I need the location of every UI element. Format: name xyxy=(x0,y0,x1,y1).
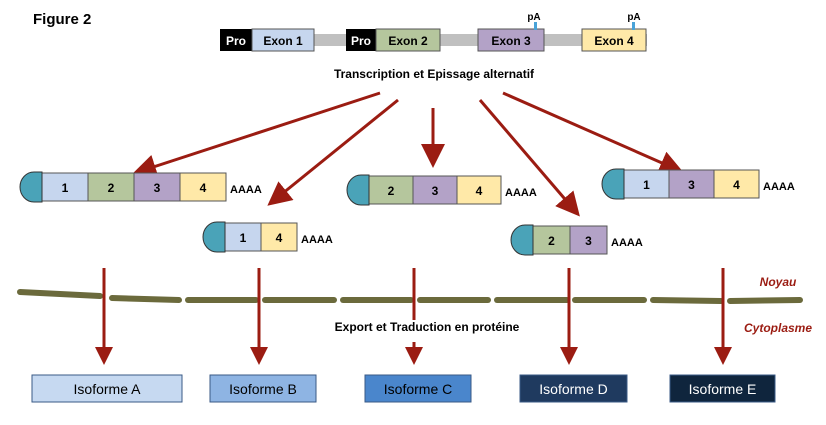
isoform-a: Isoforme A xyxy=(31,374,183,403)
arrow-to-transcript-1 xyxy=(132,91,381,178)
promoter-2-label: Pro xyxy=(351,34,371,48)
transcript-3-polya: AAAA xyxy=(505,187,537,199)
isoform-b-box xyxy=(209,374,317,403)
transcript-3-exon-3-label: 3 xyxy=(432,184,439,198)
isoform-a-label: Isoforme A xyxy=(74,381,142,397)
isoform-a-box xyxy=(31,374,183,403)
exon-4-label: Exon 4 xyxy=(594,34,634,48)
isoform-b: Isoforme B xyxy=(209,374,317,403)
isoform-e-box xyxy=(669,374,776,403)
transcript-5-exon-3 xyxy=(668,169,715,199)
isoform-b-label: Isoforme B xyxy=(229,381,297,397)
nuclear-membrane xyxy=(17,289,803,304)
transcript-1-cap xyxy=(19,171,43,203)
transcript-3-exon-4 xyxy=(456,175,502,205)
gene-structure: Pro Exon 1 Pro Exon 2 Exon 3 pA Exon 4 p… xyxy=(220,12,647,52)
membrane-segment xyxy=(650,297,724,304)
promoter-2-box xyxy=(346,29,376,51)
transcript-3-exon-2-label: 2 xyxy=(388,184,395,198)
process-label-splicing: Transcription et Epissage alternatif xyxy=(334,67,535,81)
transcript-2-exon-1-label: 1 xyxy=(240,231,247,245)
transcript-1-polya: AAAA xyxy=(230,184,262,196)
transcript-2-cap xyxy=(202,221,226,253)
transcript-1-exon-2-label: 2 xyxy=(108,181,115,195)
transcript-3-exon-4-label: 4 xyxy=(476,184,483,198)
arrow-to-transcript-5 xyxy=(502,91,684,174)
transcript-3-exon-3 xyxy=(412,175,458,205)
isoform-c-label: Isoforme C xyxy=(384,381,452,397)
transcript-1-exon-2 xyxy=(87,172,135,202)
transcript-3: 2 3 4 AAAA xyxy=(346,174,537,206)
membrane-segment xyxy=(109,295,182,303)
promoter-1-box xyxy=(220,29,252,51)
isoform-d-label: Isoforme D xyxy=(539,381,607,397)
transcript-5-exon-4 xyxy=(713,169,760,199)
transcript-3-cap xyxy=(346,174,370,206)
exon-3-label: Exon 3 xyxy=(491,34,531,48)
isoform-e: Isoforme E xyxy=(669,374,776,403)
transcript-4-cap xyxy=(510,224,534,256)
isoform-d-box xyxy=(519,374,628,403)
transcript-2-exon-4 xyxy=(260,222,298,252)
transcript-5-cap xyxy=(601,168,625,200)
transcript-1-exon-3 xyxy=(133,172,181,202)
transcript-5-exon-4-label: 4 xyxy=(733,178,740,192)
membrane-segment xyxy=(17,289,103,299)
splicing-arrows xyxy=(132,91,684,217)
transcript-1-exon-1-label: 1 xyxy=(62,181,69,195)
isoform-d: Isoforme D xyxy=(519,374,628,403)
arrow-to-transcript-4 xyxy=(478,99,580,217)
isoform-c: Isoforme C xyxy=(364,374,472,403)
transcript-5: 1 3 4 AAAA xyxy=(601,168,795,200)
transcript-1-exon-4 xyxy=(179,172,227,202)
pa-2-marker xyxy=(632,22,635,30)
transcript-4: 2 3 AAAA xyxy=(510,224,643,256)
transcript-5-exon-1 xyxy=(623,169,670,199)
transcript-1-exon-4-label: 4 xyxy=(200,181,207,195)
exon-1-box xyxy=(251,28,315,52)
figure-label: Figure 2 xyxy=(33,11,91,28)
isoforms: Isoforme A Isoforme B Isoforme C Isoforme D… xyxy=(31,374,776,403)
transcript-4-exon-3-label: 3 xyxy=(585,234,592,248)
transcript-4-exon-2-label: 2 xyxy=(548,234,555,248)
transcript-2: 1 4 AAAA xyxy=(202,221,333,253)
pa-2-label: pA xyxy=(627,12,640,23)
transcript-1: 1 2 3 4 AAAA xyxy=(19,171,262,203)
exon-2-box xyxy=(375,28,441,52)
transcript-5-exon-3-label: 3 xyxy=(688,178,695,192)
isoform-c-box xyxy=(364,374,472,403)
membrane-segment xyxy=(727,297,803,304)
exon-1-label: Exon 1 xyxy=(263,34,303,48)
transcript-2-polya: AAAA xyxy=(301,234,333,246)
process-label-export: Export et Traduction en protéine xyxy=(335,320,520,334)
isoform-e-label: Isoforme E xyxy=(689,381,757,397)
transcript-4-polya: AAAA xyxy=(611,237,643,249)
promoter-1-label: Pro xyxy=(226,34,246,48)
pa-1-marker xyxy=(534,22,537,30)
transcript-5-exon-1-label: 1 xyxy=(643,178,650,192)
exon-2-label: Exon 2 xyxy=(388,34,428,48)
cytoplasm-label: Cytoplasme xyxy=(744,321,812,335)
transcript-5-polya: AAAA xyxy=(763,181,795,193)
transcript-1-exon-1 xyxy=(41,172,89,202)
pa-1-label: pA xyxy=(527,12,540,23)
transcript-1-exon-3-label: 3 xyxy=(154,181,161,195)
arrow-to-transcript-2 xyxy=(267,98,399,206)
transcript-3-exon-2 xyxy=(368,175,414,205)
exon-3-box xyxy=(477,28,545,52)
nucleus-label: Noyau xyxy=(760,275,797,289)
exon-4-box xyxy=(581,28,647,52)
transcript-2-exon-4-label: 4 xyxy=(276,231,283,245)
transcript-4-exon-3 xyxy=(569,225,608,255)
export-arrows xyxy=(95,268,732,365)
